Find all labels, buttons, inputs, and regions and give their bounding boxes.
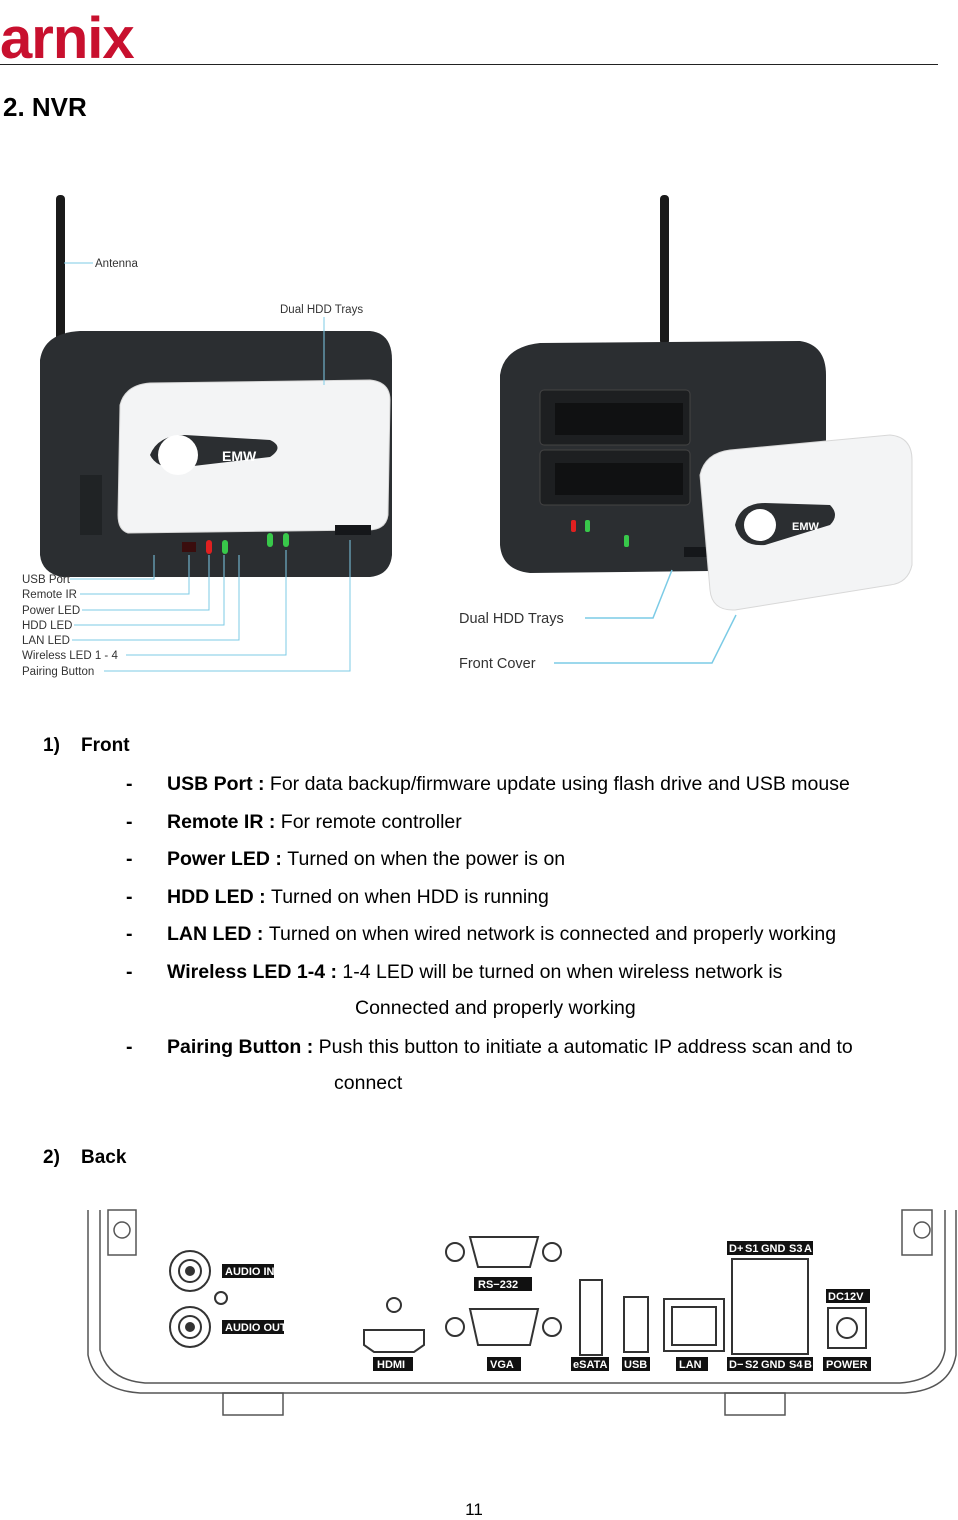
- bullet-desc: Turned on when wired network is connecte…: [268, 923, 837, 945]
- port-label-esata: eSATA: [573, 1359, 607, 1371]
- device-logo-left: EMW: [222, 448, 257, 464]
- port-label-s2: S2: [745, 1359, 758, 1371]
- label-dual-hdd-trays-right: Dual HDD Trays: [459, 611, 564, 627]
- front-section-title: Front: [81, 735, 130, 756]
- bullet-term: Pairing Button : Push this button to ini…: [167, 1036, 853, 1058]
- front-section-number: 1): [43, 735, 60, 756]
- port-labels: AUDIO IN AUDIO OUT HDMI RS−232 VGA eSATA…: [222, 1241, 871, 1371]
- port-label-rs232: RS−232: [478, 1279, 518, 1291]
- audio-ports: [169, 1250, 228, 1348]
- bullet-term: LAN LED : Turned on when wired network i…: [167, 923, 837, 945]
- header-rule: [0, 64, 938, 65]
- bullet-dash: -: [126, 773, 133, 795]
- esata-usb-lan-ports: [579, 1258, 867, 1356]
- bullet-wireless-led-continuation: Connected and properly working: [355, 997, 636, 1019]
- bullet-term: Remote IR : For remote controller: [167, 811, 462, 833]
- bullet-desc: Push this button to initiate a automatic…: [318, 1036, 853, 1058]
- port-label-audio-in: AUDIO IN: [225, 1266, 275, 1278]
- bullet-term: USB Port : For data backup/firmware upda…: [167, 773, 850, 795]
- bullet-desc: Turned on when the power is on: [287, 848, 566, 870]
- bullet-term: HDD LED : Turned on when HDD is running: [167, 886, 549, 908]
- label-remote-ir: Remote IR: [22, 589, 77, 601]
- port-label-s1: S1: [745, 1243, 758, 1255]
- port-label-dc12v: DC12V: [828, 1291, 864, 1303]
- right-callouts: Dual HDD Trays Front Cover: [459, 569, 737, 672]
- section-heading: 2. NVR: [3, 92, 87, 122]
- bullet-desc: For remote controller: [280, 811, 462, 833]
- bullet-dash: -: [126, 1036, 133, 1058]
- nvr-back-panel-diagram: AUDIO IN AUDIO OUT HDMI RS−232 VGA eSATA…: [87, 1209, 957, 1416]
- vga-port: [445, 1308, 562, 1346]
- left-callouts: Antenna Dual HDD Trays USB Port Remote I…: [22, 258, 363, 678]
- bullet-term: Wireless LED 1-4 : 1-4 LED will be turne…: [167, 961, 783, 983]
- label-lan-led: LAN LED: [22, 635, 70, 647]
- label-dual-hdd-trays-left: Dual HDD Trays: [280, 304, 363, 316]
- bullet-desc: Turned on when HDD is running: [271, 886, 549, 908]
- bullet-dash: -: [126, 886, 133, 908]
- hdmi-port: [363, 1297, 425, 1353]
- back-section-number: 2): [43, 1147, 60, 1168]
- bullet-pairing-button-continuation: connect: [334, 1072, 403, 1094]
- bullet-term: Power LED : Turned on when the power is …: [167, 848, 566, 870]
- bullet-dash: -: [126, 961, 133, 983]
- label-wireless-led: Wireless LED 1 - 4: [22, 650, 118, 662]
- port-label-vga: VGA: [490, 1359, 514, 1371]
- rs232-port: [445, 1236, 562, 1268]
- port-label-d-minus: D−: [729, 1359, 743, 1371]
- label-power-led: Power LED: [22, 605, 80, 617]
- port-label-s3: S3: [789, 1243, 802, 1255]
- bullet-dash: -: [126, 923, 133, 945]
- port-label-power: POWER: [826, 1359, 868, 1371]
- logo-text: arnix: [0, 6, 134, 64]
- label-pairing-button: Pairing Button: [22, 666, 94, 678]
- label-hdd-led: HDD LED: [22, 620, 72, 632]
- port-label-gnd-top: GND: [761, 1243, 786, 1255]
- label-antenna: Antenna: [95, 258, 138, 270]
- page-number: 11: [465, 1500, 483, 1519]
- port-label-d-plus: D+: [729, 1243, 743, 1255]
- port-label-s4: S4: [789, 1359, 803, 1371]
- device-logo-right: EMW: [792, 521, 820, 533]
- port-label-a: A: [804, 1243, 812, 1255]
- port-label-hdmi: HDMI: [377, 1359, 405, 1371]
- bullet-desc: For data backup/firmware update using fl…: [269, 773, 850, 795]
- bullet-dash: -: [126, 848, 133, 870]
- port-label-lan: LAN: [679, 1359, 702, 1371]
- bullet-desc: 1-4 LED will be turned on when wireless …: [342, 961, 783, 983]
- arnix-logo: arnix: [0, 6, 135, 64]
- port-label-gnd-bottom: GND: [761, 1359, 786, 1371]
- back-section-title: Back: [81, 1147, 127, 1168]
- port-label-b: B: [804, 1359, 812, 1371]
- label-usb-port: USB Port: [22, 574, 71, 586]
- nvr-right-device: EMW: [500, 195, 913, 611]
- label-front-cover: Front Cover: [459, 656, 536, 672]
- port-label-audio-out: AUDIO OUT: [225, 1322, 287, 1334]
- nvr-front-photo: EMW Antenna Dual HDD Trays USB Port Remo…: [22, 195, 913, 678]
- bullet-dash: -: [126, 811, 133, 833]
- nvr-left-device: EMW: [40, 195, 392, 577]
- port-label-usb: USB: [624, 1359, 647, 1371]
